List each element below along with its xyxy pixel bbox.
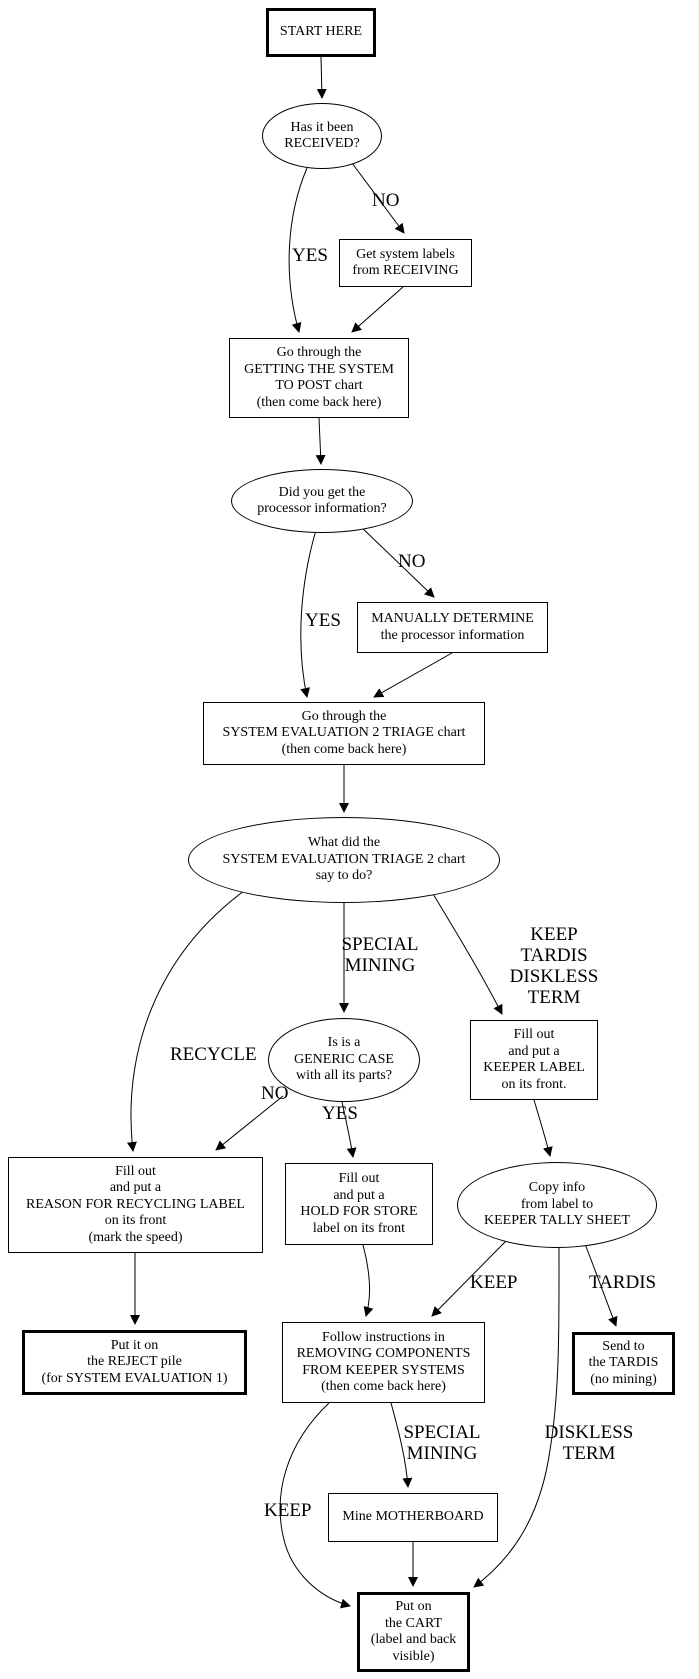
label-special-mining-1: SPECIAL MINING (341, 934, 419, 976)
node-did-you-get-processor-info: Did you get the processor information? (231, 469, 413, 533)
node-reject-pile: Put it on the REJECT pile (for SYSTEM EV… (22, 1330, 247, 1395)
edge-received-yes (288, 167, 308, 333)
edge-follow-specialmining (390, 1402, 413, 1488)
edge-generic-yes (341, 1101, 357, 1158)
node-get-system-labels: Get system labels from RECEIVING (339, 239, 472, 287)
label-keep-2: KEEP (264, 1500, 312, 1521)
edge-holdstore-to-follow (362, 1244, 374, 1317)
node-manually-determine: MANUALLY DETERMINE the processor informa… (357, 602, 548, 653)
label-special-mining-2: SPECIAL MINING (403, 1422, 481, 1464)
label-keep-1: KEEP (470, 1272, 518, 1293)
edge-follow-keep (279, 1402, 351, 1609)
node-start-here: START HERE (266, 8, 376, 57)
node-reason-for-recycling-label: Fill out and put a REASON FOR RECYCLING … (8, 1157, 263, 1253)
edge-copyinfo-tardis (584, 1243, 618, 1327)
edge-whatdid-keep (429, 888, 503, 1015)
node-what-did-triage-2-say: What did the SYSTEM EVALUATION TRIAGE 2 … (188, 817, 500, 903)
node-is-it-a-generic-case: Is is a GENERIC CASE with all its parts? (268, 1018, 420, 1102)
edge-received-no (351, 162, 405, 234)
label-no-received: NO (372, 190, 400, 211)
label-yes-processor: YES (305, 610, 341, 631)
label-tardis: TARDIS (589, 1272, 657, 1293)
label-yes-generic: YES (322, 1103, 358, 1124)
node-keeper-label: Fill out and put a KEEPER LABEL on its f… (470, 1020, 598, 1100)
edge-start-to-received (316, 56, 327, 99)
edge-copyinfo-diskless (473, 1247, 560, 1588)
edge-whatdid-recycle (127, 887, 249, 1152)
edge-generic-no (215, 1095, 284, 1151)
node-getting-the-system-to-post: Go through the GETTING THE SYSTEM TO POS… (229, 338, 409, 418)
edge-didprocessor-yes (300, 529, 317, 698)
label-yes-received: YES (292, 245, 328, 266)
node-removing-components: Follow instructions in REMOVING COMPONEN… (282, 1322, 485, 1403)
edge-getlabels-to-gettingpost (351, 286, 404, 333)
node-put-on-cart: Put on the CART (label and back visible) (357, 1592, 470, 1672)
node-send-to-tardis: Send to the TARDIS (no mining) (572, 1332, 675, 1395)
label-no-generic: NO (261, 1083, 289, 1104)
node-hold-for-store: Fill out and put a HOLD FOR STORE label … (285, 1163, 433, 1245)
node-mine-motherboard: Mine MOTHERBOARD (328, 1493, 498, 1542)
label-recycle: RECYCLE (170, 1044, 257, 1065)
edge-didprocessor-no (357, 523, 435, 598)
label-no-processor: NO (398, 551, 426, 572)
edge-gettingpost-to-didprocessor (315, 417, 326, 465)
label-keep-tardis-diskless-term: KEEP TARDIS DISKLESS TERM (509, 924, 599, 1008)
edge-manually-to-triage2 (373, 652, 453, 698)
node-system-evaluation-2-triage: Go through the SYSTEM EVALUATION 2 TRIAG… (203, 702, 485, 765)
edge-copyinfo-keep (431, 1240, 507, 1317)
node-copy-info-keeper-tally: Copy info from label to KEEPER TALLY SHE… (457, 1162, 657, 1248)
node-has-it-been-received: Has it been RECEIVED? (262, 103, 382, 169)
edge-keeperlabel-to-copyinfo (533, 1099, 553, 1157)
label-diskless-term-2: DISKLESS TERM (544, 1422, 634, 1464)
